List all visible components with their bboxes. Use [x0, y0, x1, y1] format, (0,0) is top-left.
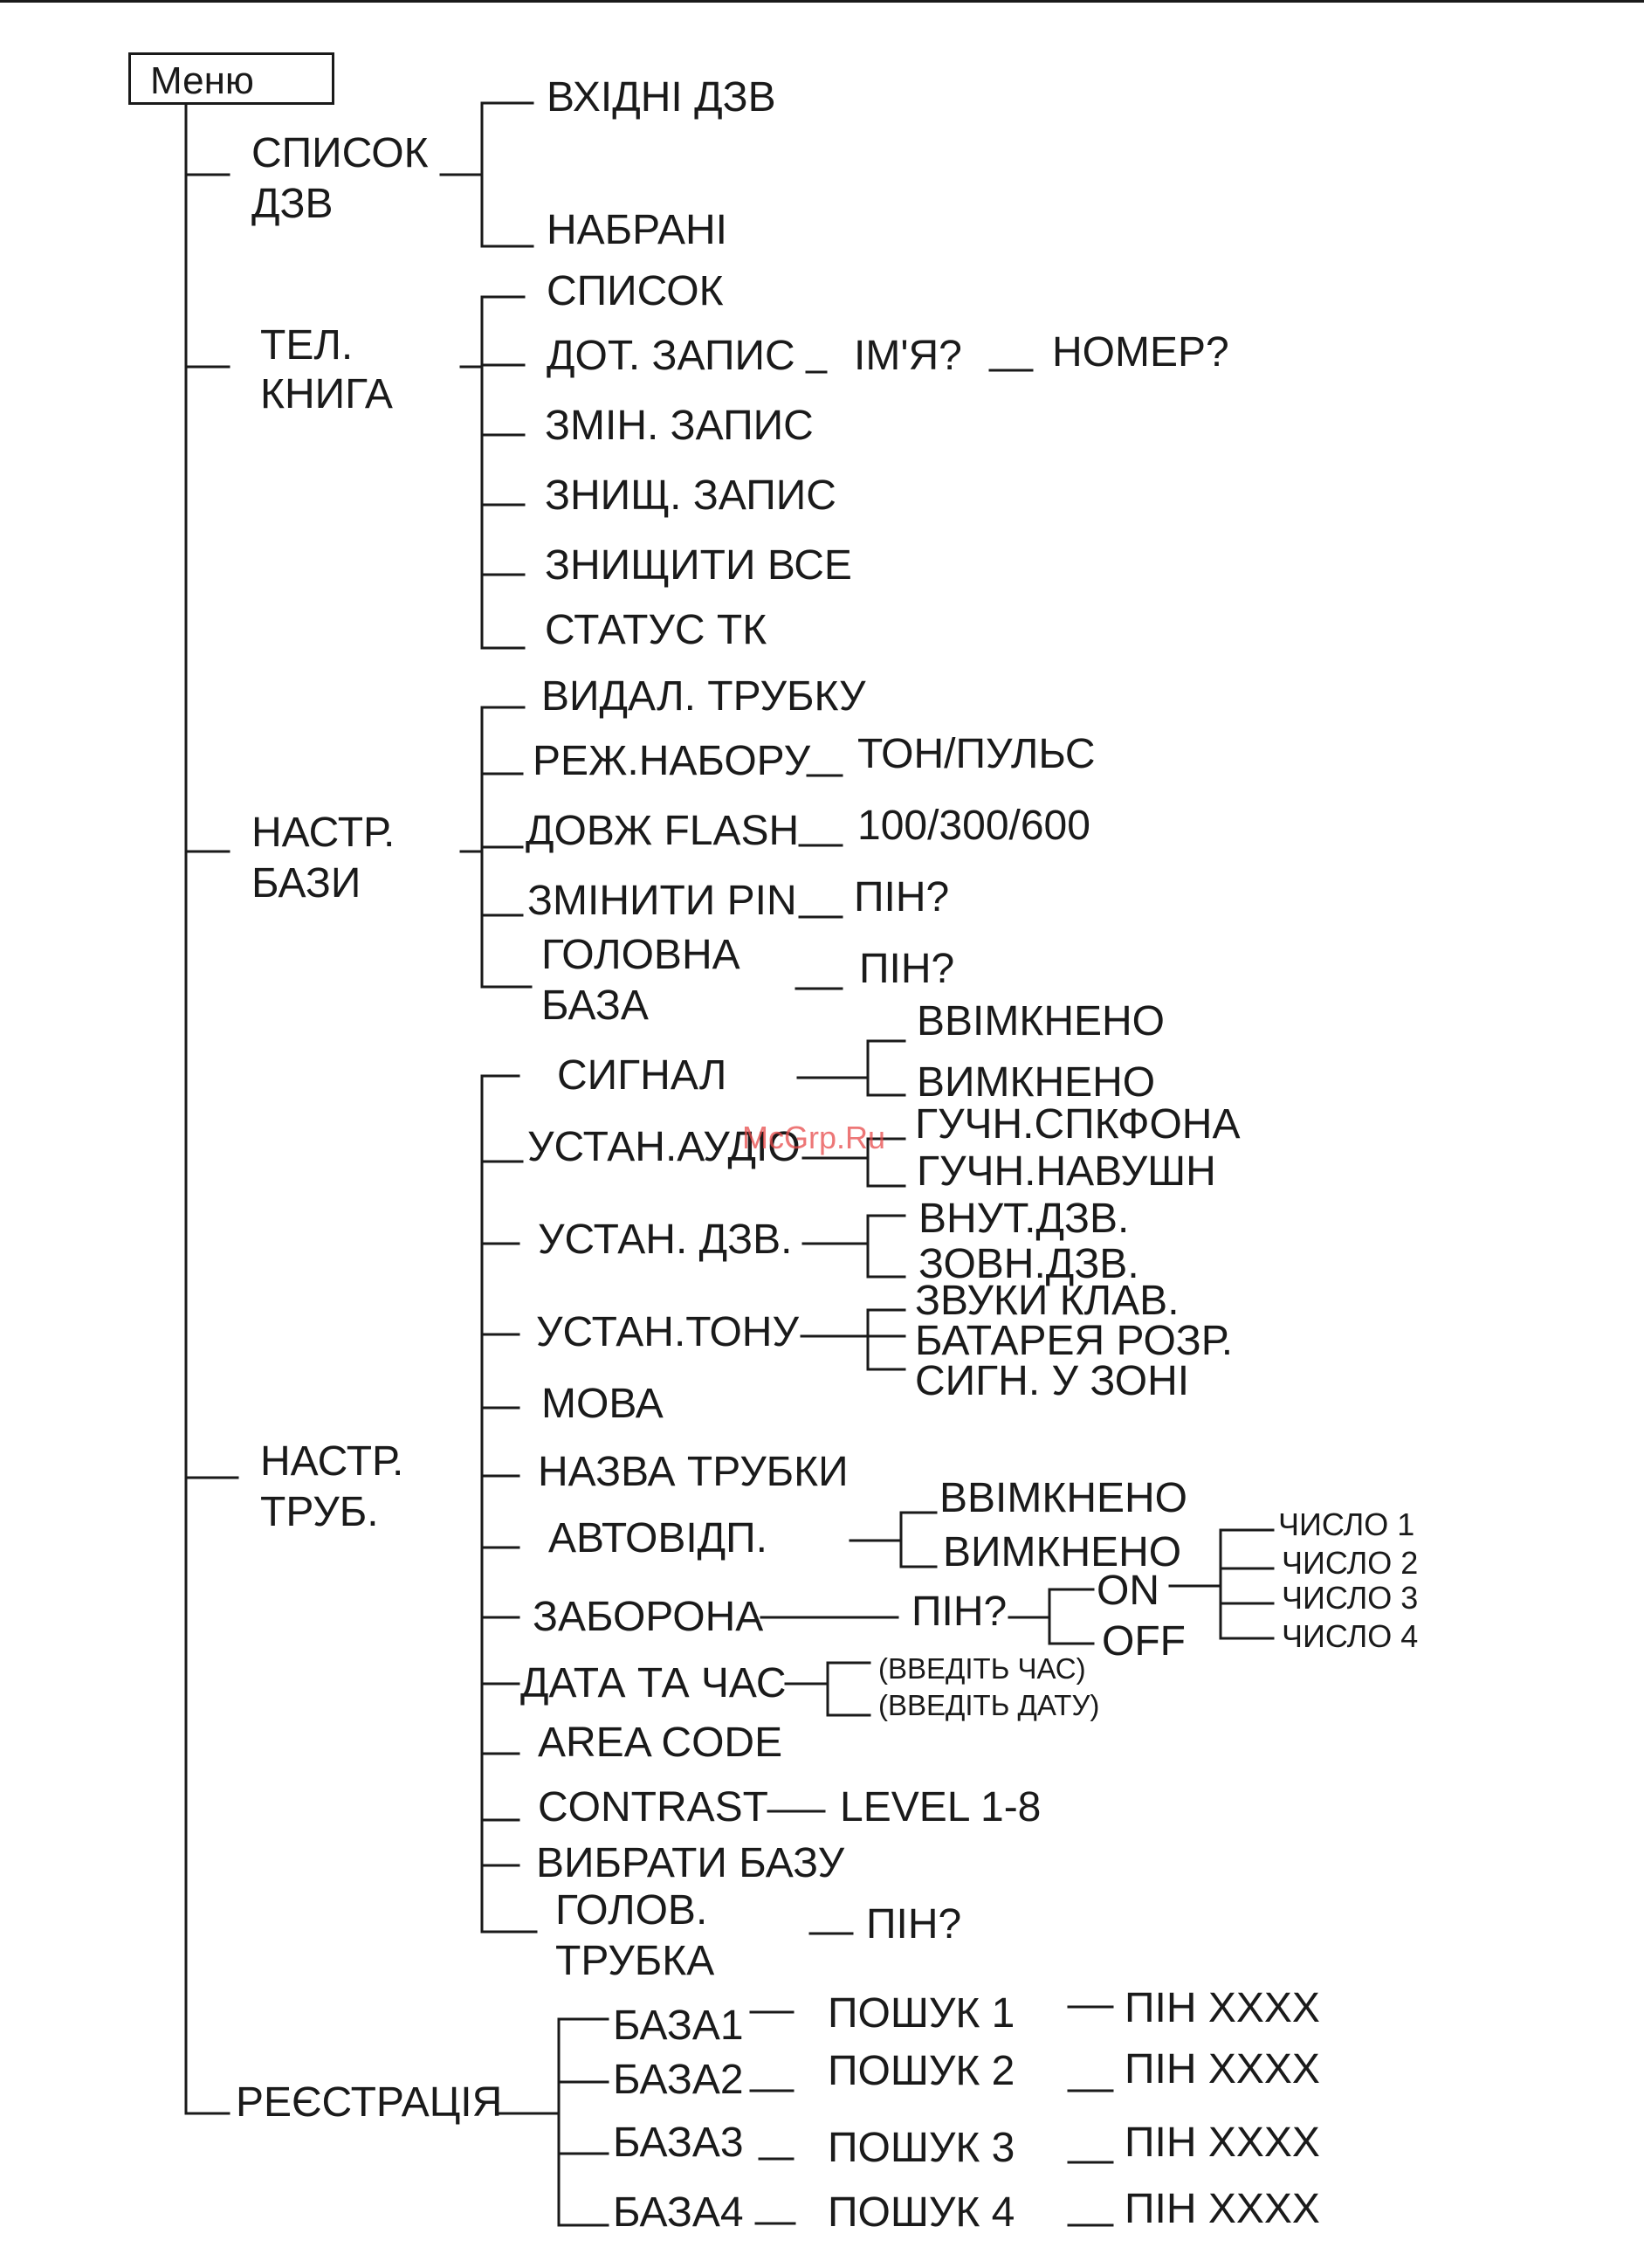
handset-auto-answer: АВТОВІДП.	[548, 1515, 768, 1561]
base-change-pin: ЗМІНИТИ PIN	[527, 878, 797, 924]
registration-base-1: БАЗА1	[613, 2003, 744, 2049]
handset-ringer-off: ВИМКНЕНО	[917, 1059, 1156, 1106]
registration-pin-4: ПІН XXXX	[1125, 2186, 1320, 2232]
barring-number-2: ЧИСЛО 2	[1282, 1545, 1419, 1581]
handset-ring-external: ЗОВН.ДЗВ.	[918, 1241, 1139, 1287]
call-list-dialed: НАБРАНІ	[547, 207, 727, 253]
handset-tone-range: СИГН. У ЗОНІ	[915, 1358, 1190, 1404]
registration-base-4: БАЗА4	[613, 2189, 744, 2236]
section-handset-settings-l1: НАСТР.	[260, 1438, 404, 1485]
base-dial-mode-value: ТОН/ПУЛЬС	[857, 731, 1096, 777]
barring-number-4: ЧИСЛО 4	[1282, 1618, 1419, 1654]
registration-pin-3: ПІН XXXX	[1125, 2120, 1320, 2166]
handset-main-pin: ПІН?	[866, 1901, 962, 1947]
handset-contrast: CONTRAST	[538, 1784, 768, 1830]
phonebook-delete: ЗНИЩ. ЗАПИС	[545, 472, 836, 519]
base-main-l2: БАЗА	[541, 982, 649, 1029]
handset-audio-speaker: ГУЧН.СПКФОНА	[915, 1101, 1241, 1148]
phonebook-list: СПИСОК	[547, 268, 724, 314]
top-rule	[0, 0, 1644, 3]
base-remove-handset: ВИДАЛ. ТРУБКУ	[541, 673, 866, 720]
section-phonebook-l1: ТЕЛ.	[260, 322, 354, 369]
section-registration: РЕЄСТРАЦІЯ	[236, 2079, 503, 2126]
base-main-pin: ПІН?	[859, 946, 955, 992]
handset-call-barring-pin: ПІН?	[911, 1589, 1008, 1635]
handset-language: МОВА	[541, 1381, 664, 1427]
section-base-settings-l1: НАСТР.	[251, 810, 396, 856]
handset-name: НАЗВА ТРУБКИ	[538, 1449, 849, 1495]
handset-tone-keys: ЗВУКИ КЛАВ.	[915, 1278, 1180, 1324]
base-flash-length: ДОВЖ FLASH	[526, 808, 800, 854]
barring-number-3: ЧИСЛО 3	[1282, 1580, 1419, 1616]
handset-auto-answer-on: ВВІМКНЕНО	[939, 1475, 1187, 1521]
handset-tone-settings: УСТАН.ТОНУ	[536, 1309, 799, 1355]
registration-pin-2: ПІН XXXX	[1125, 2046, 1320, 2092]
barring-number-1: ЧИСЛО 1	[1278, 1506, 1415, 1542]
watermark: McGrp.Ru	[742, 1120, 886, 1155]
section-base-settings-l2: БАЗИ	[251, 860, 361, 907]
handset-auto-answer-off: ВИМКНЕНО	[943, 1529, 1182, 1575]
phonebook-status: СТАТУС ТК	[545, 607, 767, 653]
handset-ringer: СИГНАЛ	[557, 1052, 727, 1099]
registration-pin-1: ПІН XXXX	[1125, 1985, 1320, 2031]
base-dial-mode: РЕЖ.НАБОРУ	[533, 738, 811, 784]
handset-call-barring-on: ON	[1097, 1568, 1159, 1614]
registration-base-3: БАЗА3	[613, 2120, 744, 2166]
menu-root-box: Меню	[128, 52, 334, 105]
handset-audio: УСТАН.АУДІО	[527, 1124, 801, 1170]
handset-ring-internal: ВНУТ.ДЗВ.	[918, 1196, 1130, 1242]
handset-ring-settings: УСТАН. ДЗВ.	[538, 1217, 793, 1263]
handset-select-base: ВИБРАТИ БАЗУ	[536, 1840, 845, 1886]
handset-ringer-on: ВВІМКНЕНО	[917, 998, 1165, 1044]
registration-search-1: ПОШУК 1	[828, 1990, 1015, 2037]
registration-search-2: ПОШУК 2	[828, 2048, 1015, 2094]
phonebook-add: ДОТ. ЗАПИС	[547, 333, 795, 379]
section-call-list-l2: ДЗВ	[251, 181, 334, 227]
base-main-l1: ГОЛОВНА	[541, 932, 740, 978]
handset-audio-earpiece: ГУЧН.НАВУШН	[917, 1148, 1216, 1195]
section-handset-settings-l2: ТРУБ.	[260, 1489, 379, 1535]
registration-base-2: БАЗА2	[613, 2057, 744, 2103]
handset-tone-battery: БАТАРЕЯ РОЗР.	[915, 1318, 1234, 1364]
menu-root-label: Меню	[150, 59, 254, 102]
handset-contrast-level: LEVEL 1-8	[840, 1784, 1042, 1830]
section-call-list-l1: СПИСОК	[251, 130, 429, 176]
base-flash-length-value: 100/300/600	[857, 803, 1090, 849]
date-time-enter-date: (ВВЕДІТЬ ДАТУ)	[878, 1689, 1100, 1721]
handset-call-barring-off: OFF	[1102, 1618, 1186, 1665]
phonebook-edit: ЗМІН. ЗАПИС	[545, 403, 814, 449]
phonebook-number-prompt: НОМЕР?	[1052, 329, 1229, 376]
handset-main-l1: ГОЛОВ.	[555, 1887, 708, 1934]
registration-search-4: ПОШУК 4	[828, 2189, 1015, 2236]
section-phonebook-l2: КНИГА	[260, 371, 393, 417]
handset-main-l2: ТРУБКА	[555, 1938, 715, 1984]
phonebook-delete-all: ЗНИЩИТИ ВСЕ	[545, 542, 852, 589]
handset-call-barring: ЗАБОРОНА	[533, 1594, 764, 1640]
registration-search-3: ПОШУК 3	[828, 2125, 1015, 2171]
call-list-incoming: ВХІДНІ ДЗВ	[547, 74, 776, 121]
handset-date-time: ДАТА ТА ЧАС	[520, 1660, 787, 1706]
phonebook-name-prompt: ІМ'Я?	[854, 333, 962, 379]
date-time-enter-time: (ВВЕДІТЬ ЧАС)	[878, 1652, 1086, 1685]
base-change-pin-value: ПІН?	[854, 874, 950, 920]
handset-area-code: AREA CODE	[538, 1720, 783, 1766]
